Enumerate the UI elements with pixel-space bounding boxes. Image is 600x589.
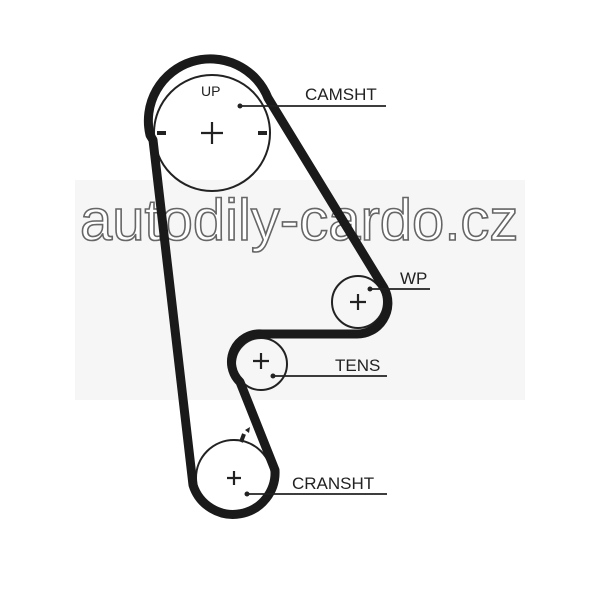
crankshaft-arrow-icon: [245, 427, 250, 433]
watermark-text: autodily-cardo.cz: [80, 188, 518, 253]
camshaft-center-icon: [201, 122, 223, 144]
tensioner-label: TENS: [335, 356, 380, 375]
up-label: UP: [201, 83, 220, 99]
crankshaft-label: CRANSHT: [292, 474, 374, 493]
camshaft-label: CAMSHT: [305, 85, 377, 104]
water-pump-center-icon: [350, 294, 366, 310]
watermark-background: [75, 180, 525, 400]
crankshaft-timing-mark: [239, 433, 246, 443]
tensioner-center-icon: [253, 353, 269, 369]
crankshaft-center-icon: [227, 471, 241, 485]
timing-belt: [143, 54, 393, 519]
water-pump-label: WP: [400, 269, 427, 288]
